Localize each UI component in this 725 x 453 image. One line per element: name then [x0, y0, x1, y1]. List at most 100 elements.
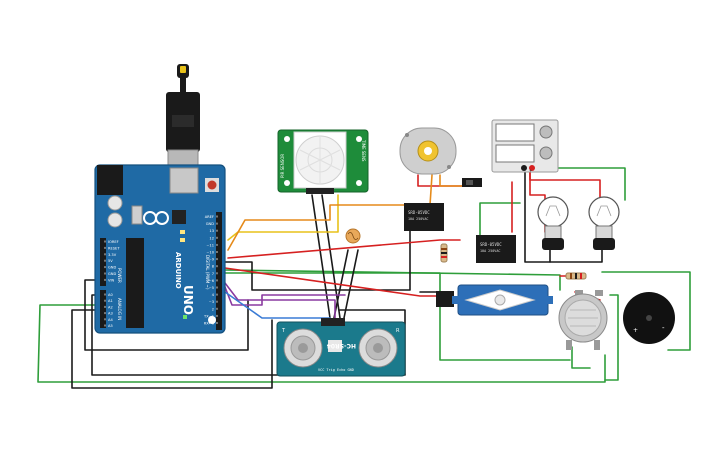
pin-socket[interactable]: [216, 279, 218, 282]
pin-socket[interactable]: [104, 266, 106, 269]
pin-socket[interactable]: [216, 307, 218, 310]
wire-green-buzzer-2[interactable]: [601, 271, 691, 351]
pir-sensor[interactable]: PIR SENSOR TIME SENS: [277, 129, 369, 194]
wire-green-buzzer[interactable]: [604, 294, 619, 381]
wires: [37, 167, 691, 389]
pin-socket[interactable]: [104, 259, 106, 262]
pin-label: 2: [212, 307, 214, 311]
buzzer-icon[interactable]: + -: [623, 292, 675, 344]
wire-green-main[interactable]: [224, 269, 561, 291]
pin-socket[interactable]: [104, 318, 106, 321]
pin-socket[interactable]: [216, 314, 218, 317]
wire-green-left-loop[interactable]: [37, 304, 606, 383]
servo-icon[interactable]: [436, 284, 553, 316]
psu-plus-label: +: [529, 168, 532, 173]
gas-sensor-icon[interactable]: [558, 290, 608, 350]
wire-green-bulbs[interactable]: [497, 167, 626, 201]
pin-socket[interactable]: [216, 272, 218, 275]
digital-header: [216, 212, 222, 330]
wire-blue-sonar[interactable]: [224, 291, 331, 319]
pin-socket[interactable]: [104, 272, 106, 275]
wire-purple-2[interactable]: [224, 286, 346, 306]
wire-black-pir-2[interactable]: [321, 194, 341, 319]
wire-red-motor[interactable]: [417, 174, 467, 187]
pin-socket[interactable]: [216, 222, 218, 225]
wire-black-bulb-2[interactable]: [549, 249, 603, 263]
pin-socket[interactable]: [216, 265, 218, 268]
pin-label: AREF: [205, 215, 214, 219]
wire-orange-motor[interactable]: [227, 174, 433, 251]
relay-1[interactable]: SRD-05VDC 10A 250VAC: [404, 203, 444, 231]
wire-black-bulb-1[interactable]: [524, 167, 551, 263]
pin-socket[interactable]: [104, 299, 106, 302]
pin-label: ~3: [209, 300, 214, 304]
pin-socket[interactable]: [216, 258, 218, 261]
sonar-right-eye-label: R: [396, 328, 400, 334]
pin-label: VIN: [108, 278, 115, 282]
pin-socket[interactable]: [216, 251, 218, 253]
buzzer-plus-label: +: [633, 327, 638, 334]
pin-label: ~11: [206, 243, 214, 247]
pin-socket[interactable]: [216, 215, 218, 218]
wire-black-sonar[interactable]: [221, 214, 411, 291]
wire-black-3[interactable]: [71, 309, 273, 389]
pin-socket[interactable]: [216, 293, 218, 296]
pin-socket[interactable]: [104, 324, 106, 327]
pin-label: TX→1: [203, 314, 214, 318]
wire-yellow-pir[interactable]: [227, 194, 339, 241]
wire-green-gas-2[interactable]: [571, 346, 591, 369]
pin-socket[interactable]: [216, 300, 218, 303]
pir-right-label: TIME SENS: [361, 139, 366, 162]
pin-label: RESET: [108, 246, 120, 250]
usb-socket: [169, 167, 199, 194]
relay-2-line2: 10A 250VAC: [480, 249, 500, 253]
pin-socket[interactable]: [104, 240, 106, 243]
resistor-icon[interactable]: [565, 272, 587, 280]
light-bulb-icon[interactable]: [588, 196, 620, 250]
dc-motor-icon[interactable]: [399, 127, 457, 175]
pin-label: 4: [212, 293, 215, 297]
pin-label: 13: [209, 229, 214, 233]
pin-socket[interactable]: [104, 305, 106, 308]
arduino-uno-board[interactable]: ARDUINO UNO DIGITAL (PWM ~) POWER ANALOG…: [94, 164, 226, 334]
wire-green-gas[interactable]: [224, 272, 571, 361]
wire-black-ldr-2[interactable]: [343, 249, 359, 319]
relay-2[interactable]: SRD-05VDC 10A 250VAC: [476, 235, 516, 263]
pin-socket[interactable]: [216, 322, 218, 324]
pin-socket[interactable]: [104, 278, 106, 281]
pin-socket[interactable]: [104, 253, 106, 256]
power-supply[interactable]: +: [491, 119, 559, 173]
wire-orange-motor-2[interactable]: [439, 174, 467, 187]
wire-red-psu-2[interactable]: [529, 167, 601, 233]
sonar-model-label: HC-SR04: [327, 342, 356, 349]
sonar-left-eye-label: T: [281, 328, 286, 334]
pin-socket[interactable]: [216, 243, 218, 246]
pin-socket[interactable]: [216, 236, 218, 239]
pin-label: GND: [108, 266, 116, 270]
pin-label: 7: [212, 272, 214, 276]
wire-purple-1[interactable]: [224, 282, 336, 319]
pin-label: GND: [206, 222, 214, 226]
pin-label: GND: [108, 272, 116, 276]
buzzer-minus-label: -: [662, 324, 665, 332]
pin-label: A2: [108, 305, 113, 309]
wire-black-1[interactable]: [84, 279, 249, 351]
photoresistor-icon[interactable]: [345, 228, 361, 244]
usb-cable-icon[interactable]: [166, 64, 200, 173]
pin-label: A4: [108, 318, 113, 322]
pin-socket[interactable]: [216, 286, 218, 289]
light-bulb-icon[interactable]: [537, 196, 569, 250]
pin-socket[interactable]: [104, 246, 106, 249]
slide-switch[interactable]: [462, 178, 482, 187]
digital-header-label: DIGITAL (PWM ~): [205, 255, 210, 290]
pin-socket[interactable]: [104, 293, 106, 296]
pin-label: A1: [108, 299, 113, 303]
ultrasonic-sensor[interactable]: T R HC-SR04 VCC Trig Echo GND: [276, 318, 406, 377]
wire-black-pir-1[interactable]: [311, 194, 331, 319]
pin-socket[interactable]: [104, 312, 106, 315]
resistor-icon[interactable]: [440, 243, 448, 263]
pin-socket[interactable]: [216, 229, 218, 232]
wire-red-power[interactable]: [227, 239, 461, 259]
